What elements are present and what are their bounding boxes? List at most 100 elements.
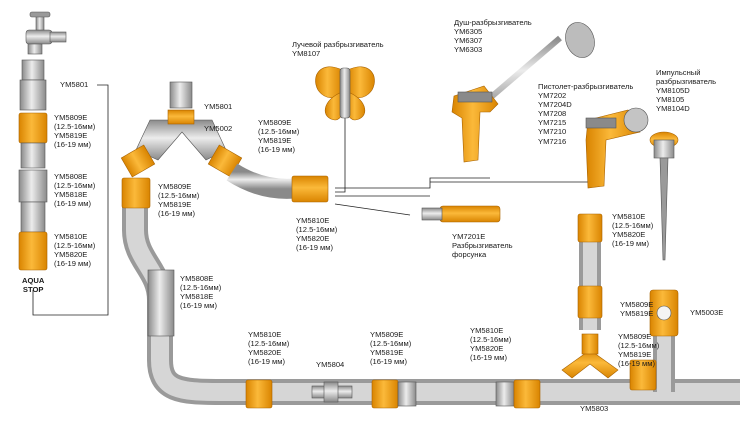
connector-bottom-3 (513, 379, 541, 409)
hose-connector-cluster (291, 175, 329, 203)
label-ym5809-bottom: YM5809E(12.5-16мм)YM5819E(16-19 мм) (370, 330, 411, 366)
label-line: YM5819E (620, 309, 654, 319)
label-line: (16-19 мм) (258, 145, 296, 155)
label-ym5002: YM5002 (204, 124, 232, 133)
connector-body-2 (20, 201, 46, 233)
label-line: Лучевой разбрызгиватель (292, 40, 384, 49)
label-line: YM5804 (316, 360, 345, 369)
label-line: YM5809E (618, 332, 652, 341)
label-line: YM5809E (370, 330, 404, 339)
label-line: YM5819E (370, 348, 404, 358)
label-line: YM5801 (204, 102, 233, 111)
label-line: YM7216 (538, 136, 567, 146)
shower-wand-icon (451, 22, 595, 163)
label-ym5808-left: YM5808E(12.5-16мм)YM5818E(16-19 мм) (54, 172, 95, 208)
label-line: YM5810E (248, 330, 282, 339)
double-nipple-icon (311, 381, 353, 403)
connector-bottom-1 (245, 379, 273, 409)
label-ym5801-mid: YM5801 (204, 102, 232, 111)
label-line: YM5809E (54, 113, 88, 122)
label-line: YM6303 (454, 45, 483, 55)
label-line: (16-19 мм) (470, 353, 508, 363)
label-line: форсунка (452, 250, 487, 260)
label-ym5810-bottom-2: YM5810E(12.5-16мм)YM5820E(16-19 мм) (470, 326, 511, 362)
connector-right-top (577, 213, 603, 243)
label-line: YM5810E (296, 216, 330, 225)
label-line: YM7202 (538, 91, 567, 101)
butterfly-sprinkler-icon (315, 66, 375, 121)
label-line: (12.5-16мм) (180, 283, 222, 293)
label-line: (16-19 мм) (370, 357, 408, 367)
connector-right-bottom (629, 359, 657, 391)
repair-coupling-left (147, 269, 175, 337)
label-line: YM7215 (538, 118, 567, 128)
label-line: (16-19 мм) (158, 209, 196, 219)
label-line: YM5819E (158, 200, 192, 210)
label-line: (12.5-16мм) (248, 339, 290, 349)
label-line: YM5820E (296, 234, 330, 244)
label-line: Разбрызгиватель (452, 241, 513, 251)
label-line: (16-19 мм) (618, 359, 656, 369)
label-ym5804: YM5804 (316, 360, 344, 369)
label-ym5810-left: YM5810E(12.5-16мм)YM5820E(16-19 мм) (54, 232, 95, 268)
label-line: (12.5-16мм) (54, 181, 96, 191)
leader-lines (32, 84, 590, 381)
label-line: YM5803 (580, 404, 609, 413)
label-line: YM5809E (158, 182, 192, 191)
label-line: YM5003E (690, 308, 724, 317)
repair-coupling (18, 169, 48, 203)
label-line: YM5818E (180, 292, 214, 302)
label-ym5801-left: YM5801 (60, 80, 88, 89)
label-line: YM5820E (612, 230, 646, 240)
label-line: (16-19 мм) (296, 243, 334, 253)
spray-pistol-icon (585, 107, 649, 189)
splitter-assembly (120, 81, 243, 178)
label-ym5810-cluster: YM5810E(12.5-16мм)YM5820E(16-19 мм) (296, 216, 337, 252)
label-line: YM5810E (612, 212, 646, 221)
label-line: YM7204D (538, 100, 572, 110)
label-line: YM5820E (470, 344, 504, 354)
label-line: (12.5-16мм) (470, 335, 512, 345)
connector-right-mid (577, 285, 603, 319)
label-line: YM8107 (292, 49, 321, 59)
label-ym5003: YM5003E (690, 308, 723, 317)
label-line: (12.5-16мм) (612, 221, 654, 231)
y-connector-5803 (561, 333, 619, 379)
hose-to-cluster (226, 163, 302, 199)
label-line: AQUA (22, 276, 45, 285)
label-line: Пистолет-разбрызгиватель (538, 82, 634, 91)
label-line: YM8104D (656, 104, 690, 114)
label-line: Импульсный (656, 68, 701, 77)
label-line: YM5810E (54, 232, 88, 241)
label-line: (12.5-16мм) (158, 191, 200, 201)
label-line: YM5808E (180, 274, 214, 283)
label-line: (12.5-16мм) (54, 241, 96, 251)
label-line: (16-19 мм) (54, 140, 92, 150)
label-line: YM6307 (454, 36, 483, 46)
label-ym5803: YM5803 (580, 404, 608, 413)
label-line: YM5820E (248, 348, 282, 358)
label-line: (16-19 мм) (180, 301, 218, 311)
label-ym5809-splitter: YM5809E(12.5-16мм)YM5819E(16-19 мм) (158, 182, 199, 218)
label-line: YM5818E (54, 190, 88, 200)
label-line: YM5819E (54, 131, 88, 141)
label-line: YM7201E (452, 232, 486, 241)
label-line: (16-19 мм) (248, 357, 286, 367)
label-line: YM5809E (620, 300, 654, 309)
label-line: (12.5-16мм) (296, 225, 338, 235)
tap-adapter-fitting (21, 59, 45, 81)
label-line: (12.5-16мм) (370, 339, 412, 349)
label-line: (16-19 мм) (54, 259, 92, 269)
label-line: (16-19 мм) (54, 199, 92, 209)
label-line: YM7210 (538, 127, 567, 137)
label-line: разбрызгиватель (656, 77, 717, 87)
label-line: YM5820E (54, 250, 88, 260)
